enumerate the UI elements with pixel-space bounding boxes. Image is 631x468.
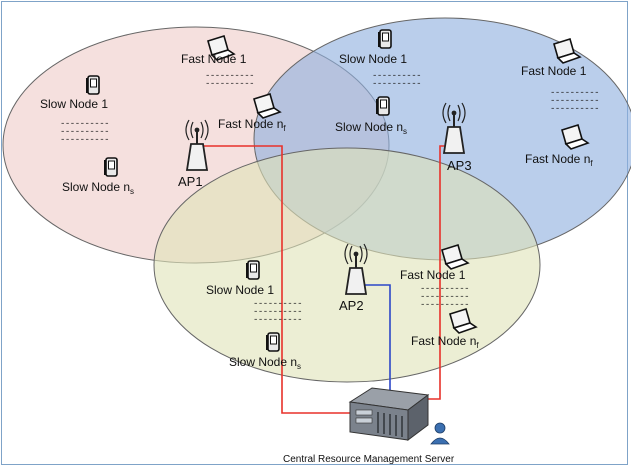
mobile-phone-icon: [85, 75, 100, 95]
ellipsis-dashes: ----------: [372, 79, 421, 89]
mobile-phone-icon: [375, 96, 390, 116]
node-label: Slow Node 1: [206, 283, 274, 297]
node-label: Slow Node 1: [339, 52, 407, 66]
ellipsis-dashes: ----------: [550, 88, 599, 98]
node-label: Slow Node ns: [62, 180, 134, 196]
ellipsis-dashes: ----------: [372, 71, 421, 81]
node-label: Fast Node nf: [525, 152, 593, 168]
mobile-phone-icon: [265, 332, 280, 352]
mobile-phone-icon: [245, 260, 260, 280]
ellipsis-dashes: ----------: [205, 71, 254, 81]
link-ap1-server: [199, 145, 350, 414]
node-label: Slow Node ns: [229, 355, 301, 371]
ap2-label: AP2: [339, 298, 364, 313]
cell-ap2-coverage: [153, 147, 541, 383]
ellipsis-dashes: ----------: [60, 127, 109, 137]
ellipsis-dashes: ----------: [550, 96, 599, 106]
ellipsis-dashes: ----------: [60, 119, 109, 129]
ellipsis-dashes: ----------: [550, 104, 599, 114]
ap3-label: AP3: [447, 158, 472, 173]
node-label: Fast Node nf: [411, 334, 479, 350]
ellipsis-dashes: ----------: [205, 79, 254, 89]
ellipsis-dashes: ----------: [60, 135, 109, 145]
server-label: Central Resource Management Server: [283, 454, 455, 465]
ap1-label: AP1: [178, 174, 203, 189]
ellipsis-dashes: ----------: [253, 307, 302, 317]
ellipsis-dashes: ----------: [420, 284, 469, 294]
node-label: Fast Node 1: [400, 268, 466, 282]
ellipsis-dashes: ----------: [253, 315, 302, 325]
ellipsis-dashes: ----------: [420, 292, 469, 302]
ellipsis-dashes: ----------: [420, 300, 469, 310]
node-label: Slow Node 1: [40, 97, 108, 111]
node-label: Slow Node ns: [335, 120, 407, 136]
node-label: Fast Node 1: [181, 52, 247, 66]
server-icon: [348, 387, 430, 441]
node-label: Fast Node 1: [521, 64, 587, 78]
user-icon: [430, 422, 450, 445]
node-label: Fast Node nf: [218, 117, 286, 133]
mobile-phone-icon: [103, 157, 118, 177]
mobile-phone-icon: [377, 29, 392, 49]
ellipsis-dashes: ----------: [253, 299, 302, 309]
